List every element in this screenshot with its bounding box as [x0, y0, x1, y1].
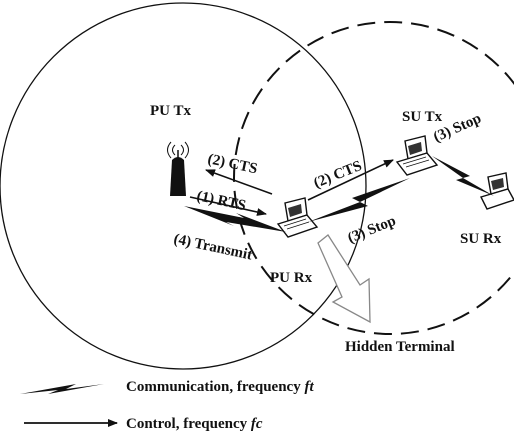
communication-legend-label: Communication, frequency ft: [126, 379, 314, 395]
stop-lightning-to-su-rx-icon: [432, 156, 494, 196]
su-coverage-circle: [233, 21, 514, 335]
su-tx-laptop-icon: [395, 135, 439, 176]
cts-arrow-to-pu-tx: [205, 169, 273, 195]
hidden-terminal-label: Hidden Terminal: [345, 339, 455, 355]
rts-arrow-to-pu-rx: [189, 196, 267, 216]
stop-lightning-to-pu-rx-icon: [308, 178, 410, 222]
su-tx-label: SU Tx: [402, 109, 443, 125]
legend: Communication, frequency ft Control, fre…: [20, 379, 314, 432]
communication-legend-icon: [20, 384, 104, 394]
transmit-label: (4) Transmit: [172, 231, 253, 263]
su-rx-label: SU Rx: [460, 231, 502, 247]
stop-label-center: (3) Stop: [346, 213, 399, 247]
pu-coverage-circle: [0, 2, 367, 370]
pu-rx-laptop-icon: [276, 197, 319, 238]
pu-tx-tower-icon: [167, 141, 189, 196]
hidden-terminal-arrow-icon: [317, 234, 371, 324]
cts-arrow-to-su-tx: [307, 159, 394, 201]
pu-tx-label: PU Tx: [150, 103, 191, 119]
su-rx-laptop-icon: [480, 172, 514, 210]
transmit-lightning-icon: [184, 206, 286, 232]
control-legend-label: Control, frequency fc: [126, 416, 263, 432]
pu-rx-label: PU Rx: [270, 270, 313, 286]
